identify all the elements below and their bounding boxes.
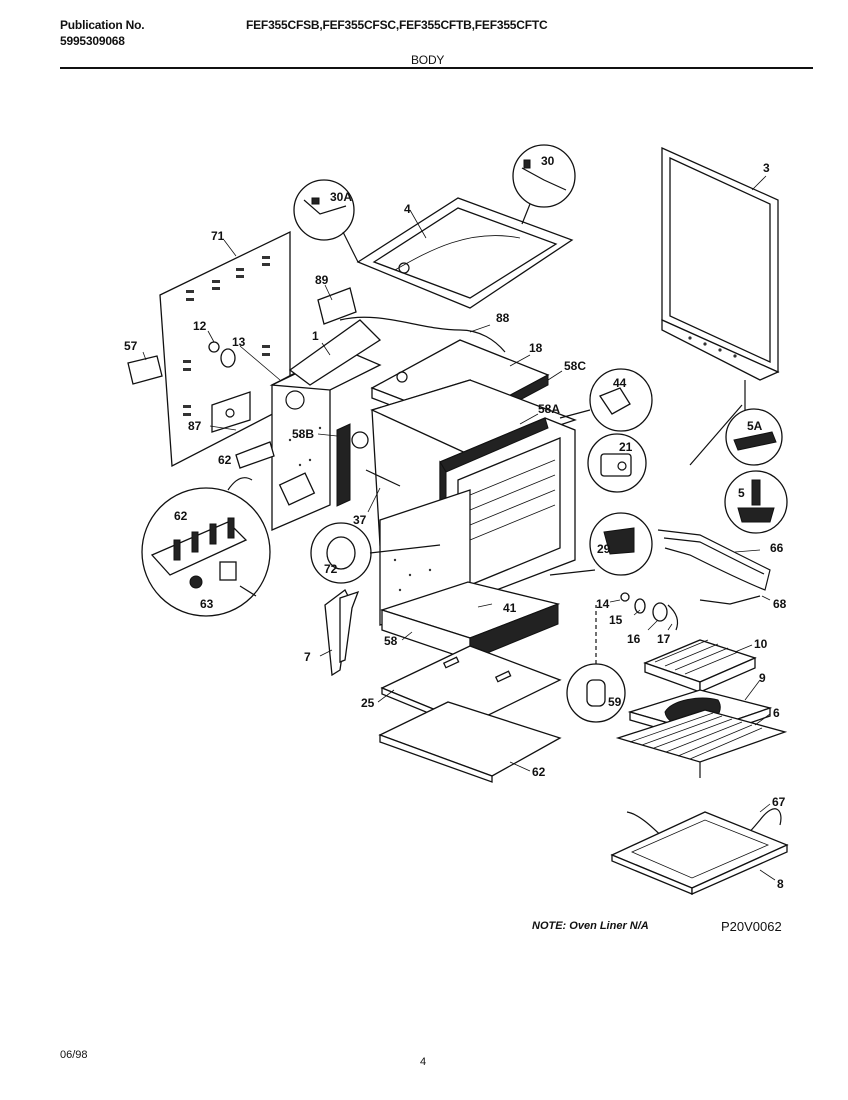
figure-code: P20V0062	[721, 919, 782, 934]
back-panel-part	[159, 230, 291, 468]
detail-circle-72	[310, 522, 441, 584]
callout-63: 63	[200, 597, 214, 611]
sensor-probe-part	[365, 469, 401, 487]
callout-89: 89	[315, 273, 329, 287]
callout-59: 59	[608, 695, 622, 709]
detail-circle-59	[566, 605, 626, 723]
publication-label: Publication No.	[60, 18, 145, 32]
callout-18: 18	[529, 341, 543, 355]
callout-3: 3	[763, 161, 770, 175]
detail-circle-30	[512, 144, 576, 225]
callout-30a: 30A	[330, 190, 352, 204]
callout-4: 4	[404, 202, 411, 216]
bushing-part	[208, 341, 220, 353]
callout-58: 58	[384, 634, 398, 648]
callout-15: 15	[609, 613, 623, 627]
oven-liner-note: NOTE: Oven Liner N/A	[532, 920, 649, 932]
oven-rack-part	[615, 709, 788, 778]
header-rule	[60, 67, 813, 69]
callout-44: 44	[613, 376, 627, 390]
detail-circle-terminal	[141, 477, 271, 617]
callout-87: 87	[188, 419, 202, 433]
callout-30: 30	[541, 154, 555, 168]
oven-cavity-part	[370, 379, 577, 626]
callout-58c: 58C	[564, 359, 586, 373]
callout-66: 66	[770, 541, 784, 555]
callout-41: 41	[503, 601, 517, 615]
side-insulation-part	[336, 423, 351, 507]
callout-12: 12	[193, 319, 207, 333]
detail-circle-21	[587, 433, 647, 493]
side-panel-part	[661, 146, 780, 381]
drip-tray-part	[610, 811, 789, 895]
callout-58b: 58B	[292, 427, 314, 441]
base-drawer-part	[378, 701, 562, 783]
callout-17: 17	[657, 632, 671, 646]
broiler-grid-part	[643, 639, 757, 693]
callout-67: 67	[772, 795, 786, 809]
socket-part	[652, 602, 668, 622]
grommet-part	[220, 348, 236, 368]
lens-part	[634, 598, 646, 614]
broil-element-part	[657, 529, 771, 591]
callout-6: 6	[773, 706, 780, 720]
callout-62-detail: 62	[174, 509, 188, 523]
callout-labels: 71 57 12 13 1 89 30A 4 30 3 88 18 58C 44…	[124, 154, 787, 891]
callout-21: 21	[619, 440, 633, 454]
callout-14: 14	[596, 597, 610, 611]
callout-13: 13	[232, 335, 246, 349]
callout-1: 1	[312, 329, 319, 343]
callout-68: 68	[773, 597, 787, 611]
callout-25: 25	[361, 696, 375, 710]
door-handle-part	[324, 589, 360, 677]
wire-lead-part	[667, 604, 679, 631]
wire-harness-part	[339, 316, 506, 353]
detail-circle-30a	[293, 179, 359, 263]
detail-circle-5	[689, 404, 788, 534]
detail-circle-5a	[725, 380, 783, 466]
callout-88: 88	[496, 311, 510, 325]
callout-58a: 58A	[538, 402, 560, 416]
callout-5a: 5A	[747, 419, 763, 433]
detail-circle-44	[559, 368, 653, 432]
terminal-block-part	[235, 441, 275, 469]
callout-5: 5	[738, 486, 745, 500]
callout-8: 8	[777, 877, 784, 891]
top-panel-part	[356, 197, 574, 309]
callout-29: 29	[597, 542, 611, 556]
callout-10: 10	[754, 637, 768, 651]
callout-72: 72	[324, 562, 338, 576]
callout-71: 71	[211, 229, 225, 243]
callout-16: 16	[627, 632, 641, 646]
jumper-wire-part	[699, 595, 761, 605]
callout-37: 37	[353, 513, 367, 527]
light-bulb-part	[620, 592, 630, 602]
label-plate-part	[127, 355, 163, 385]
footer-date: 06/98	[60, 1049, 88, 1061]
callout-9: 9	[759, 671, 766, 685]
bracket-part	[317, 287, 357, 325]
model-numbers: FEF355CFSB,FEF355CFSC,FEF355CFTB,FEF355C…	[246, 18, 548, 32]
port-fitting-part	[351, 431, 369, 449]
footer-page-number: 4	[420, 1056, 427, 1068]
callout-leader-lines	[142, 175, 776, 881]
bottom-insulation-part	[379, 581, 561, 661]
callout-57: 57	[124, 339, 138, 353]
detail-circle-29	[549, 512, 653, 576]
callout-62-body: 62	[218, 453, 232, 467]
publication-number: 5995309068	[60, 34, 125, 48]
section-title: BODY	[411, 53, 445, 67]
callout-62-base: 62	[532, 765, 546, 779]
main-body-frame	[269, 319, 382, 531]
callout-7: 7	[304, 650, 311, 664]
